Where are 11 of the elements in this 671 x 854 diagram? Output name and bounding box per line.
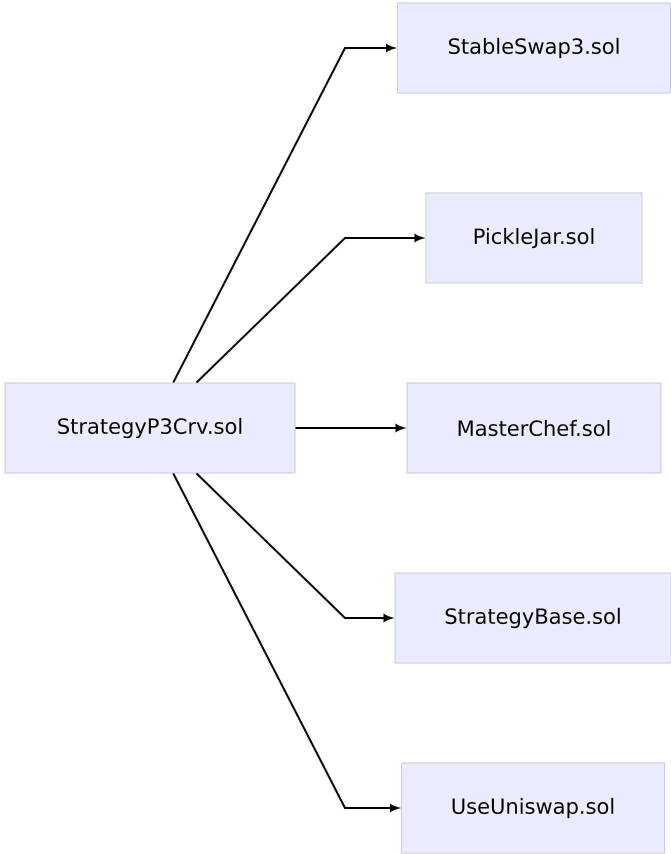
file-box: UseUniswap.sol <box>401 762 665 854</box>
file-box: StrategyBase.sol <box>394 572 671 664</box>
file-box: StrategyP3Crv.sol <box>4 382 296 474</box>
arrow <box>172 473 398 812</box>
file-box: MasterChef.sol <box>406 382 662 474</box>
arrow <box>196 472 392 622</box>
arrow <box>172 44 394 383</box>
arrow <box>296 424 404 432</box>
file-box: StableSwap3.sol <box>397 2 671 94</box>
arrow <box>196 234 423 384</box>
file-box: PickleJar.sol <box>426 192 642 284</box>
